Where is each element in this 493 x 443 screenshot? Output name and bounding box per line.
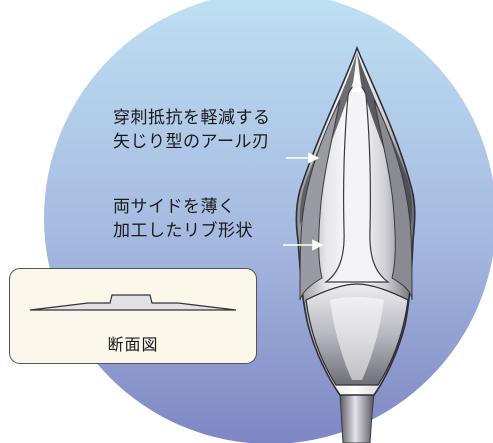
needle-tip-illustration: [295, 45, 416, 443]
cross-section-diagram: [29, 294, 237, 311]
blade-annotation-line2: 矢じり型のアール刃: [113, 132, 270, 152]
rib-channel-right: [373, 99, 413, 301]
blade-annotation-line1: 穿刺抵抗を軽減する: [113, 108, 271, 128]
blade-lower-highlight: [330, 297, 384, 380]
center-rib: [324, 84, 390, 283]
rib-annotation: 両サイドを薄く 加工したリブ形状: [113, 195, 253, 243]
cross-section-label: 断面図: [107, 335, 159, 354]
needle-shaft: [339, 394, 375, 443]
rib-annotation-line2: 加工したリブ形状: [113, 221, 253, 241]
rib-annotation-line1: 両サイドを薄く: [113, 197, 236, 217]
cross-section-profile: [29, 294, 237, 311]
tip-highlight: [352, 52, 362, 92]
backdrop-circle: [44, 0, 493, 443]
cross-section-inset: 断面図: [9, 268, 257, 364]
blade-annotation: 穿刺抵抗を軽減する 矢じり型のアール刃: [113, 106, 271, 154]
rib-channel-left: [299, 99, 341, 301]
